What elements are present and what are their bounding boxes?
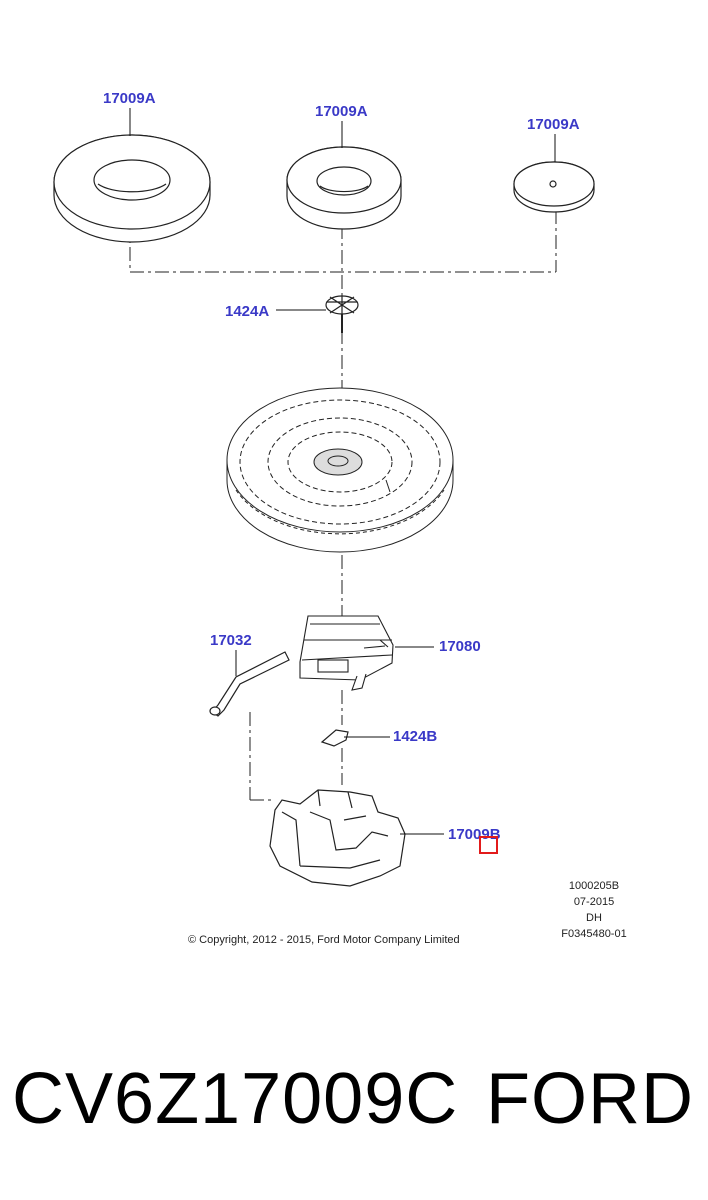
copyright-text: © Copyright, 2012 - 2015, Ford Motor Com… bbox=[188, 934, 460, 946]
spare-tire bbox=[226, 387, 454, 553]
medium-foam-pad bbox=[286, 146, 402, 230]
callout-retainer-top: 1424A bbox=[225, 303, 270, 320]
parts-diagram bbox=[53, 108, 595, 887]
small-disc-pad bbox=[513, 161, 595, 213]
callout-retainer-bottom: 1424B bbox=[393, 728, 438, 745]
callout-jack: 17080 bbox=[439, 638, 481, 655]
meta-code: 1000205B bbox=[568, 880, 620, 892]
diagram-meta: 1000205B 07-2015 DH F0345480-01 bbox=[554, 878, 634, 942]
leader-lines bbox=[129, 108, 556, 835]
retainer-1424b bbox=[320, 729, 349, 747]
meta-suffix: DH bbox=[586, 912, 602, 924]
brand-name: FORD bbox=[486, 1059, 694, 1139]
callout-medium-pad: 17009A bbox=[315, 103, 368, 120]
meta-date: 07-2015 bbox=[573, 896, 615, 908]
callout-handle: 17032 bbox=[210, 632, 252, 649]
part-number: CV6Z17009C bbox=[12, 1059, 459, 1139]
callout-tray: 17009B bbox=[448, 826, 501, 843]
large-foam-pad bbox=[53, 134, 211, 243]
callout-large-pad: 17009A bbox=[103, 90, 156, 107]
scissor-jack bbox=[299, 615, 394, 691]
storage-tray bbox=[269, 789, 406, 887]
jack-handle bbox=[209, 651, 290, 717]
meta-figure: F0345480-01 bbox=[561, 928, 627, 940]
callout-small-disc: 17009A bbox=[527, 116, 580, 133]
highlight-box bbox=[479, 836, 498, 854]
retainer-1424a bbox=[325, 295, 359, 333]
